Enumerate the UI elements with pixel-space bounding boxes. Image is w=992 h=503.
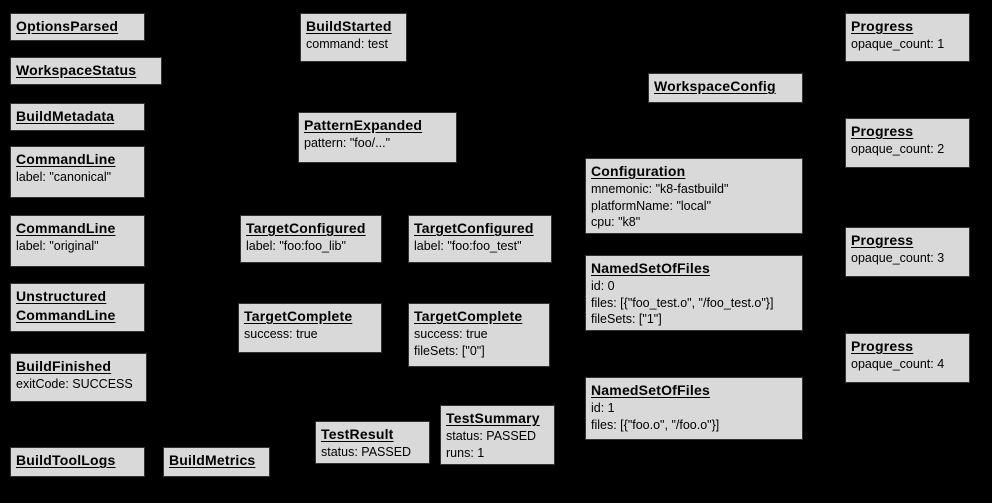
event-node-named-set-of-files-1: NamedSetOfFiles id: 1 files: [{"foo.o", …	[585, 377, 803, 440]
event-field: exitCode: SUCCESS	[16, 377, 133, 391]
event-title: Progress	[851, 232, 914, 248]
event-field: platformName: "local"	[591, 198, 712, 213]
event-node-pattern-expanded: PatternExpanded pattern: "foo/..."	[298, 112, 457, 163]
event-field: fileSets: ["1"]	[591, 312, 662, 326]
event-title: TargetConfigured	[246, 220, 366, 236]
event-node-workspace-status: WorkspaceStatus	[10, 57, 162, 85]
event-field: success: true	[414, 327, 488, 341]
event-title: Configuration	[591, 163, 686, 179]
event-field: label: "canonical"	[16, 170, 112, 184]
event-field: cpu: "k8"	[591, 215, 641, 229]
event-title: OptionsParsed	[16, 18, 119, 34]
event-title: PatternExpanded	[304, 117, 423, 133]
event-node-target-configured-foo-lib: TargetConfigured label: "foo:foo_lib"	[240, 215, 382, 263]
event-node-progress-1: Progress opaque_count: 1	[845, 13, 970, 62]
event-title: BuildMetadata	[16, 108, 115, 124]
event-field: label: "original"	[16, 239, 99, 253]
event-field: label: "foo:foo_lib"	[246, 239, 346, 253]
event-field: files: [{"foo_test.o", "/foo_test.o"}]	[591, 295, 774, 310]
event-title: BuildToolLogs	[16, 452, 116, 468]
event-node-command-line-original: CommandLine label: "original"	[10, 215, 145, 267]
event-field: label: "foo:foo_test"	[414, 239, 522, 253]
event-title: Unstructured CommandLine	[16, 288, 116, 323]
event-field: opaque_count: 3	[851, 251, 945, 265]
event-title: NamedSetOfFiles	[591, 382, 710, 398]
event-title: CommandLine	[16, 220, 116, 236]
event-node-unstructured-command-line: Unstructured CommandLine	[10, 283, 145, 332]
event-title: Progress	[851, 338, 914, 354]
event-field: success: true	[244, 327, 318, 341]
event-node-progress-2: Progress opaque_count: 2	[845, 118, 970, 168]
event-node-progress-4: Progress opaque_count: 4	[845, 333, 970, 383]
event-title: BuildMetrics	[169, 452, 256, 468]
event-title: BuildFinished	[16, 358, 112, 374]
event-title: CommandLine	[16, 151, 116, 167]
event-field: command: test	[306, 37, 388, 51]
event-field: status: PASSED	[446, 429, 537, 443]
event-node-test-result: TestResult status: PASSED	[315, 421, 430, 464]
event-field: pattern: "foo/..."	[304, 136, 391, 150]
event-field: opaque_count: 1	[851, 37, 945, 51]
event-title: NamedSetOfFiles	[591, 260, 710, 276]
event-title: TargetConfigured	[414, 220, 534, 236]
event-node-test-summary: TestSummary status: PASSED runs: 1	[440, 405, 555, 465]
event-title: BuildStarted	[306, 18, 392, 34]
event-title: TestSummary	[446, 410, 540, 426]
event-node-build-metadata: BuildMetadata	[10, 103, 145, 131]
event-title: WorkspaceStatus	[16, 62, 137, 78]
event-node-build-started: BuildStarted command: test	[300, 13, 407, 62]
event-title: Progress	[851, 123, 914, 139]
event-node-target-configured-foo-test: TargetConfigured label: "foo:foo_test"	[408, 215, 552, 263]
event-node-configuration: Configuration mnemonic: "k8-fastbuild" p…	[585, 158, 803, 234]
event-title: Progress	[851, 18, 914, 34]
event-field: opaque_count: 4	[851, 357, 945, 371]
event-node-options-parsed: OptionsParsed	[10, 13, 145, 41]
event-node-target-complete-foo-test: TargetComplete success: true fileSets: […	[408, 303, 550, 367]
event-field: opaque_count: 2	[851, 142, 945, 156]
event-title: TargetComplete	[244, 308, 353, 324]
event-field: files: [{"foo.o", "/foo.o"}]	[591, 417, 720, 432]
event-title: TestResult	[321, 426, 394, 442]
event-title: TargetComplete	[414, 308, 523, 324]
event-node-workspace-config: WorkspaceConfig	[648, 73, 803, 103]
event-field: fileSets: ["0"]	[414, 343, 485, 358]
event-field: id: 0	[591, 279, 615, 293]
event-field: mnemonic: "k8-fastbuild"	[591, 182, 729, 196]
event-node-target-complete-foo-lib: TargetComplete success: true	[238, 303, 382, 353]
event-field: status: PASSED	[321, 445, 412, 459]
event-field: id: 1	[591, 401, 615, 415]
event-field: runs: 1	[446, 445, 485, 460]
event-title: WorkspaceConfig	[654, 78, 776, 94]
event-node-build-tool-logs: BuildToolLogs	[10, 447, 145, 477]
event-node-command-line-canonical: CommandLine label: "canonical"	[10, 146, 145, 198]
event-node-progress-3: Progress opaque_count: 3	[845, 227, 970, 277]
event-node-named-set-of-files-0: NamedSetOfFiles id: 0 files: [{"foo_test…	[585, 255, 803, 331]
event-node-build-metrics: BuildMetrics	[163, 447, 270, 477]
event-node-build-finished: BuildFinished exitCode: SUCCESS	[10, 353, 147, 402]
